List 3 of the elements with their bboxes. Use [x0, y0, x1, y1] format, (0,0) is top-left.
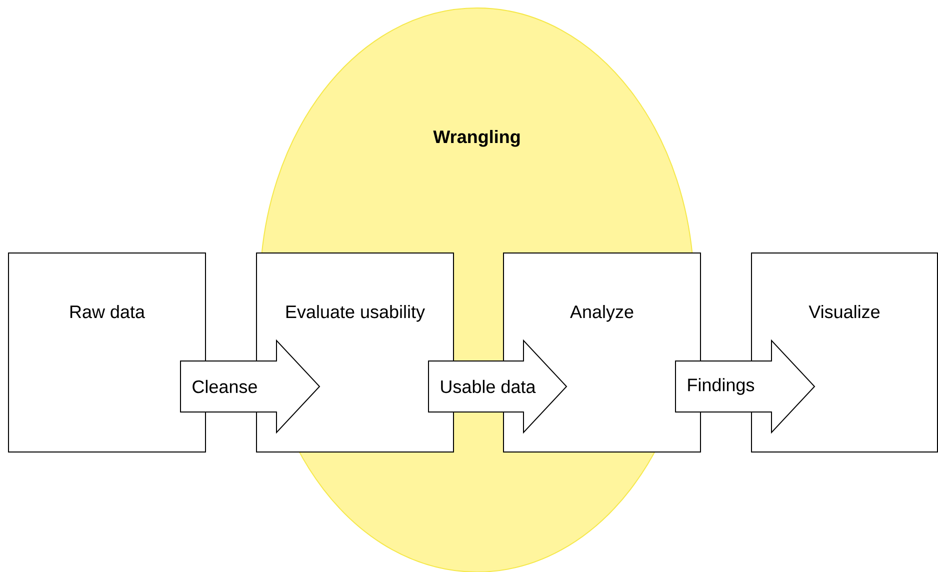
block-arrow [428, 339, 568, 434]
block-arrow [180, 339, 320, 434]
block-arrow [675, 339, 816, 434]
